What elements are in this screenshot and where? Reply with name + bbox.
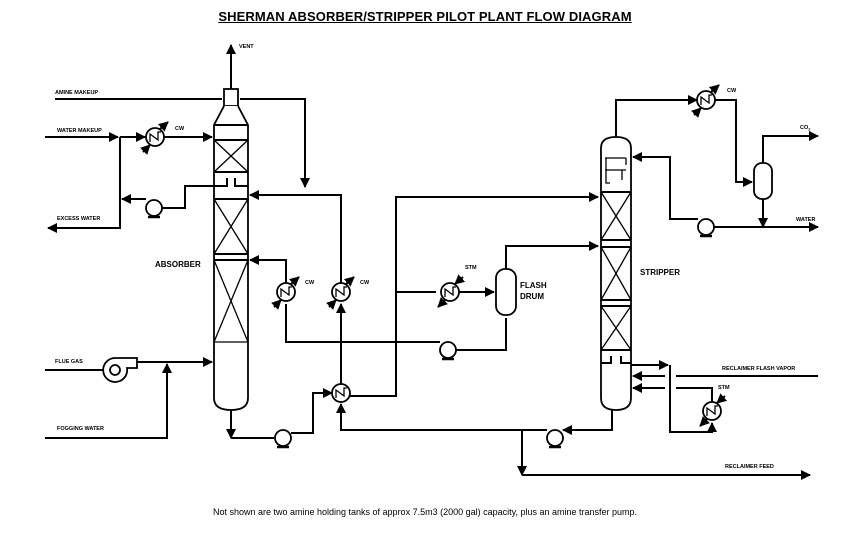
flash-drum-label-2: DRUM: [520, 292, 544, 301]
flash-drum: [495, 268, 517, 316]
cw-label-cooler-1: CW: [305, 280, 315, 286]
wash-pump-icon: [144, 198, 164, 219]
fogging-water-line: [45, 363, 172, 439]
rich-amine-pump-icon: [273, 428, 293, 449]
cw-label-water-makeup: CW: [175, 126, 185, 132]
fogging-water-label: FOGGING WATER: [57, 426, 104, 432]
absorber-top-nozzle: [223, 88, 239, 107]
flash-drum-label-1: FLASH: [520, 281, 547, 290]
water-makeup-label: WATER MAKEUP: [57, 128, 102, 134]
excess-water-line: [47, 137, 121, 233]
reboiler-icon: [699, 393, 728, 427]
water-label: WATER: [796, 217, 815, 223]
stm-label-reboiler: STM: [718, 385, 730, 391]
cross-exchanger-icon: [331, 383, 351, 403]
stripper-column: STRIPPER: [600, 136, 680, 411]
water-makeup-cooler-icon: [140, 121, 169, 155]
reclaimer-flash-vapor-label: RECLAIMER FLASH VAPOR: [722, 366, 795, 372]
absorber-label: ABSORBER: [155, 260, 201, 269]
flash-heater-icon: [437, 274, 466, 308]
co2-line: [762, 131, 819, 163]
reflux-accumulator: [753, 162, 773, 200]
reflux-pump-icon: [696, 217, 716, 238]
stm-label-flash: STM: [465, 265, 477, 271]
co2-label: CO2: [800, 125, 811, 132]
diagram-title: SHERMAN ABSORBER/STRIPPER PILOT PLANT FL…: [218, 9, 632, 24]
lean-amine-pump-icon: [545, 428, 565, 449]
reclaimer-feed-label: RECLAIMER FEED: [725, 464, 774, 470]
vent-label: VENT: [239, 44, 254, 50]
footnote: Not shown are two amine holding tanks of…: [212, 507, 638, 517]
stripper-label: STRIPPER: [640, 268, 680, 277]
flash-drum-pump-icon: [438, 340, 458, 361]
absorber-column: ABSORBER: [155, 88, 249, 411]
overhead-condenser-icon: [691, 84, 720, 118]
cw-label-cooler-2: CW: [360, 280, 370, 286]
flue-gas-blower-icon: [102, 357, 138, 383]
flash-liquid-cooler-icon: [271, 276, 300, 310]
lean-amine-cooler-icon: [326, 276, 355, 310]
cw-label-condenser: CW: [727, 88, 737, 94]
amine-makeup-label: AMINE MAKEUP: [55, 90, 98, 96]
excess-water-label: EXCESS WATER: [57, 216, 100, 222]
flue-gas-label: FLUE GAS: [55, 359, 83, 365]
